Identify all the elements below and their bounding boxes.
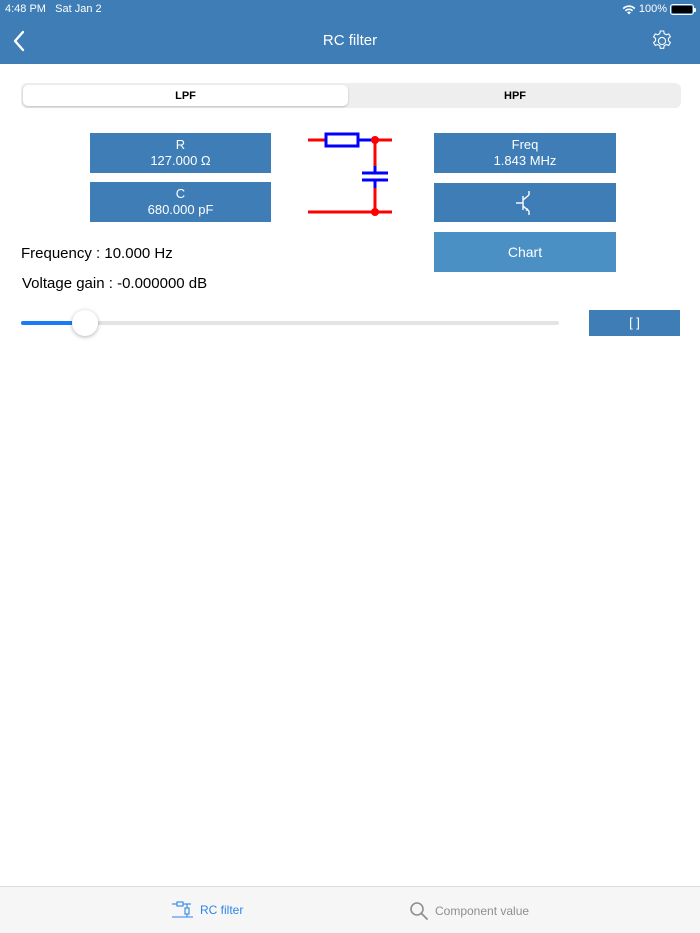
filter-type-segmented-control: LPF HPF xyxy=(21,83,681,108)
wifi-icon xyxy=(622,4,636,14)
capacitor-value-button[interactable]: C 680.000 pF xyxy=(90,182,271,222)
battery-icon xyxy=(670,3,696,15)
bracket-button[interactable]: [ ] xyxy=(589,310,680,336)
transistor-icon xyxy=(516,190,530,215)
status-time: 4:48 PM Sat Jan 2 xyxy=(5,3,102,15)
page-title: RC filter xyxy=(322,32,378,49)
segment-hpf[interactable]: HPF xyxy=(504,89,526,102)
tab-rc-filter[interactable]: RC filter xyxy=(172,901,243,919)
rc-circuit-icon xyxy=(172,901,193,918)
battery-percent: 100% xyxy=(638,3,667,15)
voltage-gain-readout: Voltage gain : -0.000000 dB xyxy=(22,275,208,292)
segment-lpf[interactable]: LPF xyxy=(23,85,348,106)
freq-value: 1.843 MHz xyxy=(493,153,557,168)
chart-button[interactable]: Chart xyxy=(434,232,616,272)
tab-bar: RC filter Component value xyxy=(0,886,700,933)
back-chevron-icon[interactable] xyxy=(8,28,32,54)
resistor-value-button[interactable]: R 127.000 Ω xyxy=(90,133,271,173)
rc-circuit-diagram-icon xyxy=(308,132,392,216)
slider-track xyxy=(21,321,559,325)
frequency-slider[interactable] xyxy=(21,310,559,336)
search-icon xyxy=(410,902,428,920)
status-bar: 4:48 PM Sat Jan 2 100% xyxy=(0,0,700,18)
navigation-bar: 4:48 PM Sat Jan 2 100% RC filter xyxy=(0,0,700,64)
resistor-label: R xyxy=(175,137,186,152)
capacitor-label: C xyxy=(175,186,186,201)
gear-icon[interactable] xyxy=(650,29,674,53)
slider-thumb[interactable] xyxy=(72,310,98,336)
freq-label: Freq xyxy=(511,137,539,152)
frequency-readout: Frequency : 10.000 Hz xyxy=(21,245,173,262)
tab-rc-filter-label: RC filter xyxy=(200,903,244,917)
tab-component-value[interactable]: Component value xyxy=(409,901,529,921)
slider-fill xyxy=(21,321,85,325)
tab-component-value-label: Component value xyxy=(435,904,530,918)
transistor-button[interactable] xyxy=(434,183,616,222)
cutoff-frequency-button[interactable]: Freq 1.843 MHz xyxy=(434,133,616,173)
capacitor-value: 680.000 pF xyxy=(147,202,214,217)
status-right: 100% xyxy=(622,3,696,15)
resistor-value: 127.000 Ω xyxy=(150,153,211,168)
